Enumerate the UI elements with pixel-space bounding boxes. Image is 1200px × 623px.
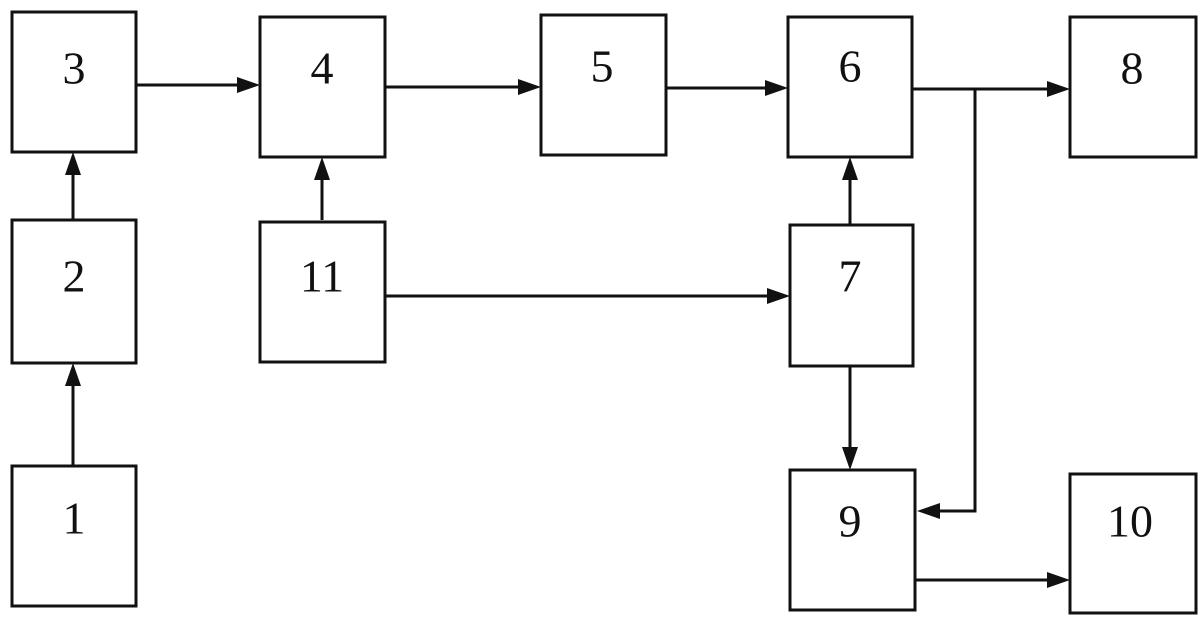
connection-1-to-2 (65, 363, 81, 466)
connection-7-to-6 (842, 157, 858, 225)
block-label: 7 (839, 251, 862, 302)
block-label: 11 (300, 251, 344, 302)
block-7: 7 (788, 223, 915, 368)
block-4: 4 (258, 15, 387, 159)
block-label: 3 (63, 43, 86, 94)
connection-11-to-7 (385, 288, 790, 304)
blocks: 3 2 1 4 11 5 6 7 (10, 10, 1198, 615)
block-label: 1 (63, 493, 86, 544)
block-9: 9 (788, 468, 917, 612)
block-6: 6 (786, 15, 914, 159)
block-3: 3 (10, 10, 138, 154)
block-label: 6 (839, 41, 862, 92)
block-label: 10 (1107, 496, 1153, 547)
block-label: 9 (839, 496, 862, 547)
block-label: 4 (311, 43, 334, 94)
block-5: 5 (539, 13, 668, 157)
connection-3-to-4 (136, 77, 260, 93)
connection-4-to-5 (385, 79, 541, 95)
connection-6-to-8 (912, 81, 1070, 97)
block-8: 8 (1068, 15, 1198, 159)
connection-11-to-4 (314, 157, 330, 220)
connection-6-to-9 (917, 89, 977, 519)
block-1: 1 (10, 464, 138, 608)
connection-5-to-6 (666, 80, 788, 96)
connection-7-to-9 (842, 366, 858, 470)
block-label: 5 (591, 41, 614, 92)
connection-2-to-3 (65, 152, 81, 220)
block-label: 8 (1121, 43, 1144, 94)
connection-9-to-10 (915, 572, 1070, 588)
block-10: 10 (1068, 472, 1198, 615)
block-11: 11 (258, 220, 387, 364)
block-2: 2 (10, 218, 138, 365)
connections (65, 77, 1070, 588)
block-label: 2 (63, 251, 86, 302)
